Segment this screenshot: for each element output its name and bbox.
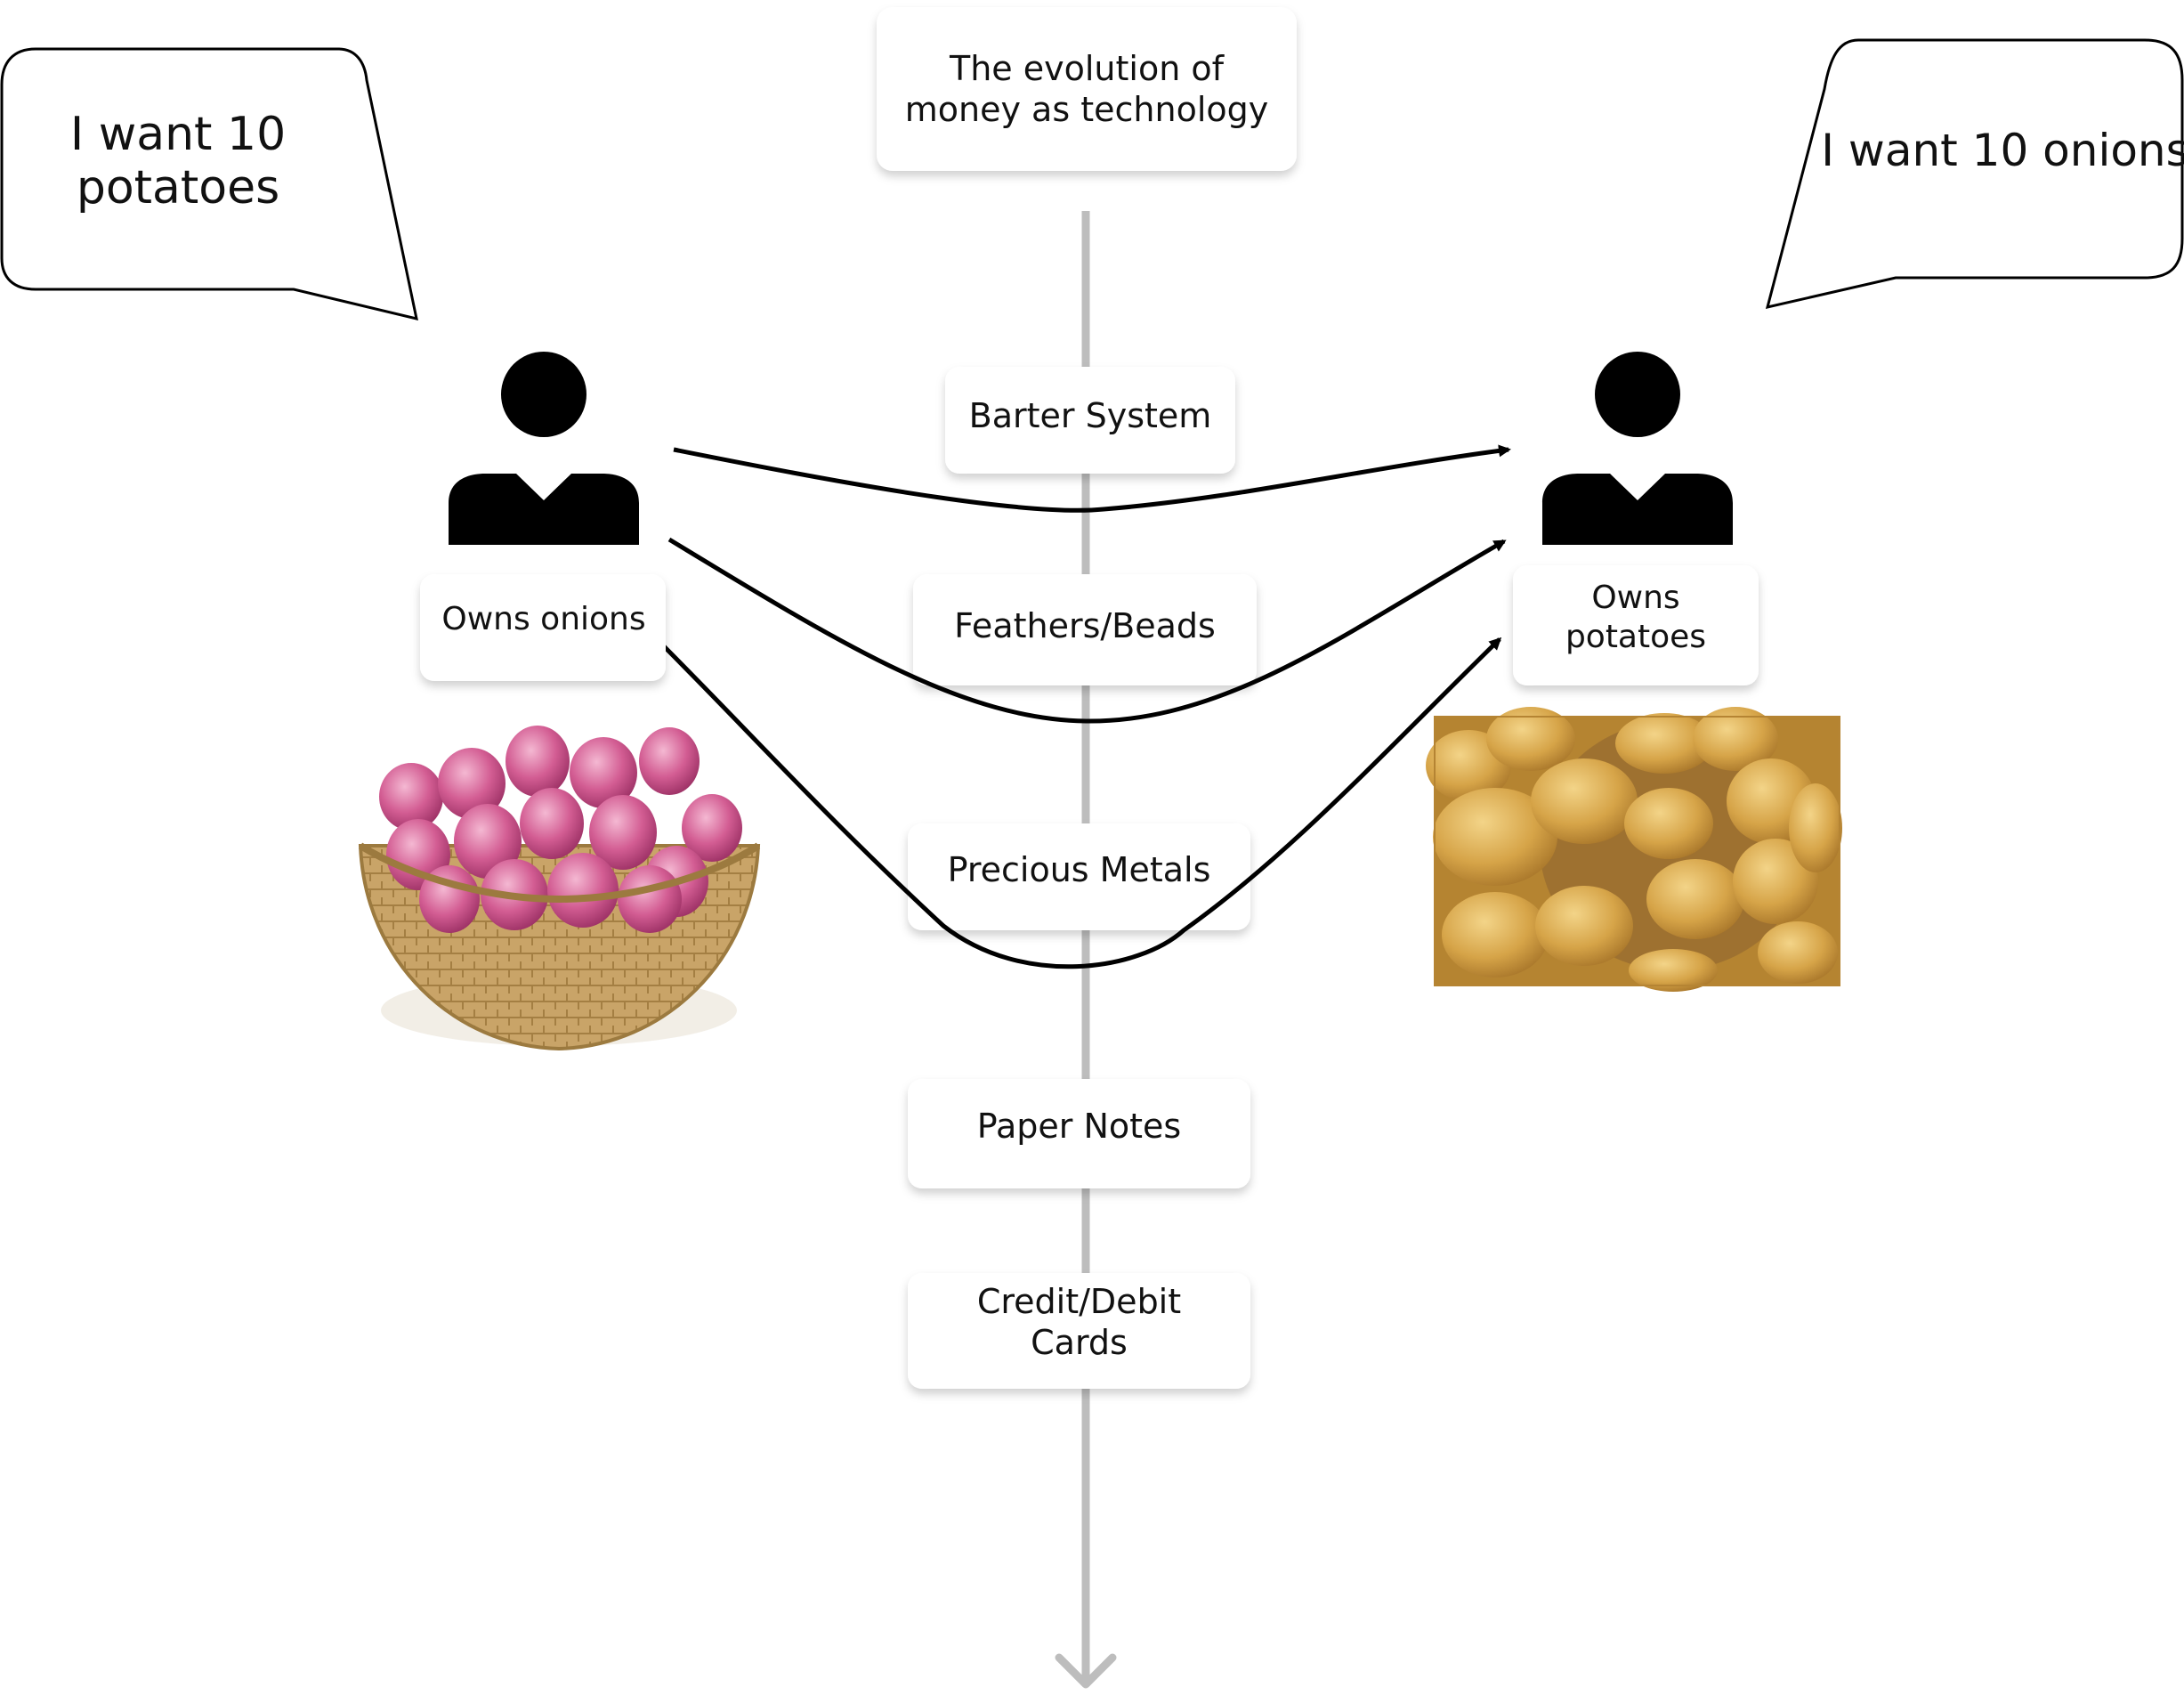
timeline-card-label: Barter System bbox=[969, 396, 1212, 435]
exchange-arrows bbox=[659, 444, 1511, 969]
timeline-card-label: Paper Notes bbox=[977, 1107, 1181, 1146]
text-line: Owns bbox=[1591, 580, 1679, 616]
metals-arrow bbox=[659, 637, 1502, 969]
text-line: Paper Notes bbox=[977, 1107, 1181, 1146]
timeline-card-label: Feathers/Beads bbox=[954, 606, 1216, 645]
right-speech-text: I want 10 onions bbox=[1821, 125, 2184, 176]
text-line: Precious Metals bbox=[948, 850, 1211, 889]
text-line: The evolution of bbox=[949, 49, 1225, 88]
timeline-card-box bbox=[913, 574, 1257, 685]
text-line: Cards bbox=[1031, 1323, 1128, 1362]
barter-arrow bbox=[673, 444, 1511, 513]
right-speech-bubble: I want 10 onions bbox=[1765, 38, 2184, 310]
text-line: Owns onions bbox=[441, 601, 645, 637]
text-line: potatoes bbox=[1565, 619, 1706, 655]
text-line: Barter System bbox=[969, 396, 1212, 435]
timeline-card-box bbox=[945, 367, 1235, 474]
timeline-card-box bbox=[908, 823, 1250, 930]
timeline-card-box bbox=[908, 1079, 1250, 1188]
timeline-card: Paper Notes bbox=[908, 1079, 1250, 1188]
timeline-card: Barter System bbox=[945, 367, 1235, 474]
text-line: I want 10 bbox=[70, 108, 286, 161]
beads-arrow bbox=[667, 537, 1507, 724]
left-owner-label: Owns onions bbox=[441, 601, 645, 637]
text-line: Feathers/Beads bbox=[954, 606, 1216, 645]
text-line: money as technology bbox=[905, 90, 1268, 129]
text-line: potatoes bbox=[77, 161, 279, 215]
text-line: I want 10 onions bbox=[1821, 125, 2184, 176]
onion-basket-picture bbox=[358, 726, 761, 1051]
timeline-card: Precious Metals bbox=[908, 823, 1250, 930]
left-person-icon bbox=[449, 352, 639, 545]
text-line: Credit/Debit bbox=[977, 1282, 1181, 1321]
potato-picture bbox=[1426, 707, 1842, 992]
timeline-card: Feathers/Beads bbox=[913, 574, 1257, 685]
timeline-card-box bbox=[908, 1273, 1250, 1389]
timeline-card-label: Precious Metals bbox=[948, 850, 1211, 889]
left-owner-card: Owns onions bbox=[420, 574, 666, 681]
right-person-icon bbox=[1542, 352, 1733, 545]
